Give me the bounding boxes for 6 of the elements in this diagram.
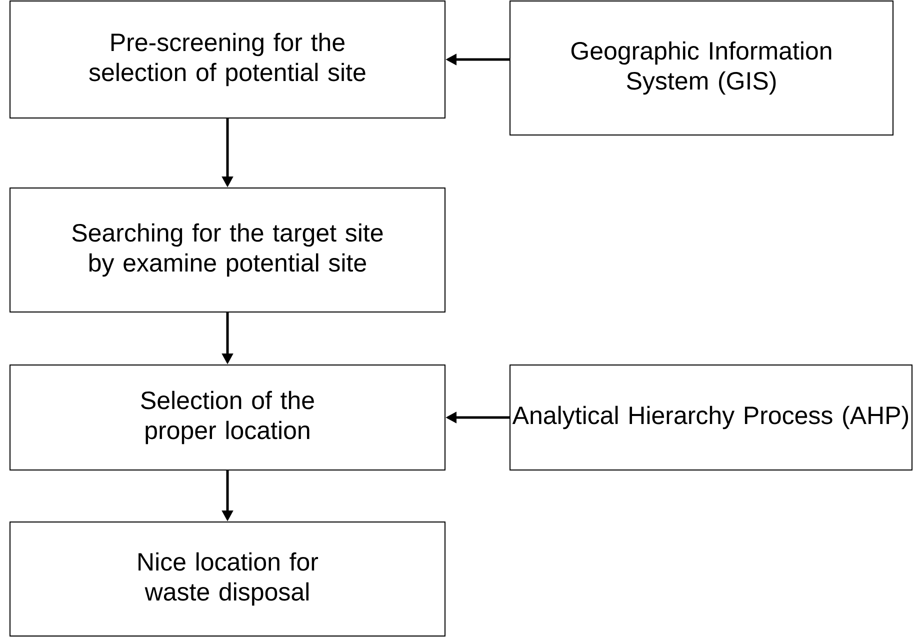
process-box: Analytical Hierarchy Process (AHP) — [510, 364, 912, 470]
process-box: Nice location for waste disposal — [10, 521, 446, 636]
process-box: Geographic Information System (GIS) — [510, 0, 894, 136]
process-box: Pre-screening for the selection of potential site — [10, 0, 446, 118]
process-box: Searching for the target site by examine potential site — [10, 188, 446, 312]
process-box: Selection of the proper location — [10, 364, 446, 470]
